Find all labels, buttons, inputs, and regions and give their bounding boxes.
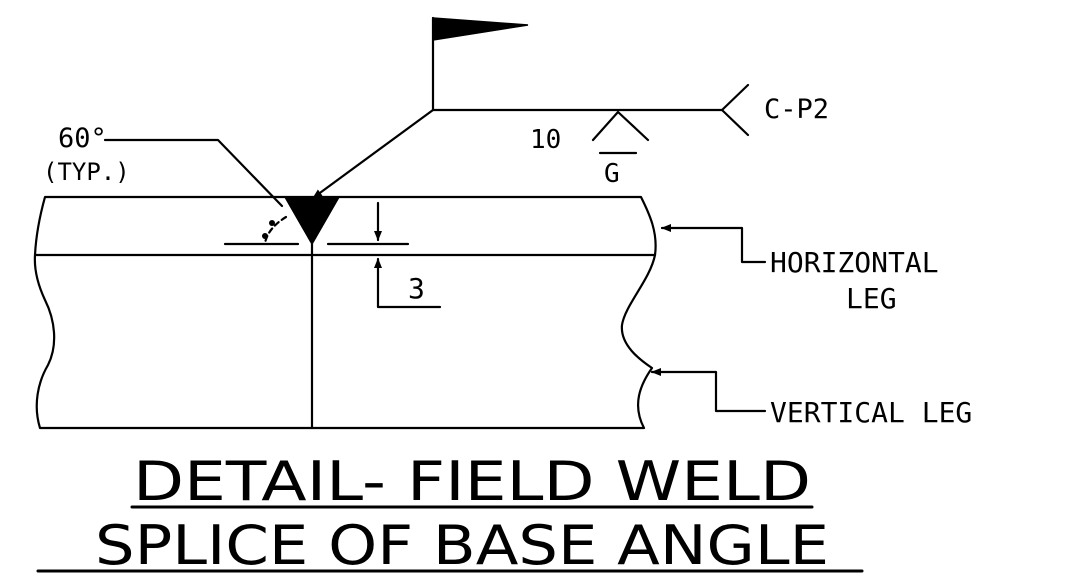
horizontal-leg-label-2: LEG xyxy=(846,282,897,315)
weld-tail xyxy=(720,83,750,137)
depth-arrow-bottom xyxy=(374,257,442,309)
title-line-2: SPLICE OF BASE ANGLE xyxy=(95,514,829,577)
weld-size: 10 xyxy=(530,125,561,155)
angle-value: 60° xyxy=(58,123,107,154)
weld-arrow-line xyxy=(312,109,434,199)
depth-value: 3 xyxy=(408,272,425,305)
angle-note: (TYP.) xyxy=(43,158,130,186)
flag-icon xyxy=(432,17,529,41)
angle-arc xyxy=(263,215,288,245)
tail-reference: C-P2 xyxy=(764,94,829,125)
finish-symbol: G xyxy=(604,159,620,189)
angle-dot-2 xyxy=(262,233,268,239)
weld-bead xyxy=(283,196,341,246)
angle-leader xyxy=(103,138,284,208)
vertical-leg-leader xyxy=(650,368,767,413)
horizontal-leg-label-1: HORIZONTAL xyxy=(770,246,939,279)
vertical-leg-label: VERTICAL LEG xyxy=(770,396,972,429)
title-line-1: DETAIL- FIELD WELD xyxy=(133,450,811,513)
angle-dot-1 xyxy=(269,220,275,226)
horizontal-leg-leader xyxy=(660,224,767,264)
base-angle-outline xyxy=(33,195,657,430)
groove-weld-symbol xyxy=(591,110,650,142)
